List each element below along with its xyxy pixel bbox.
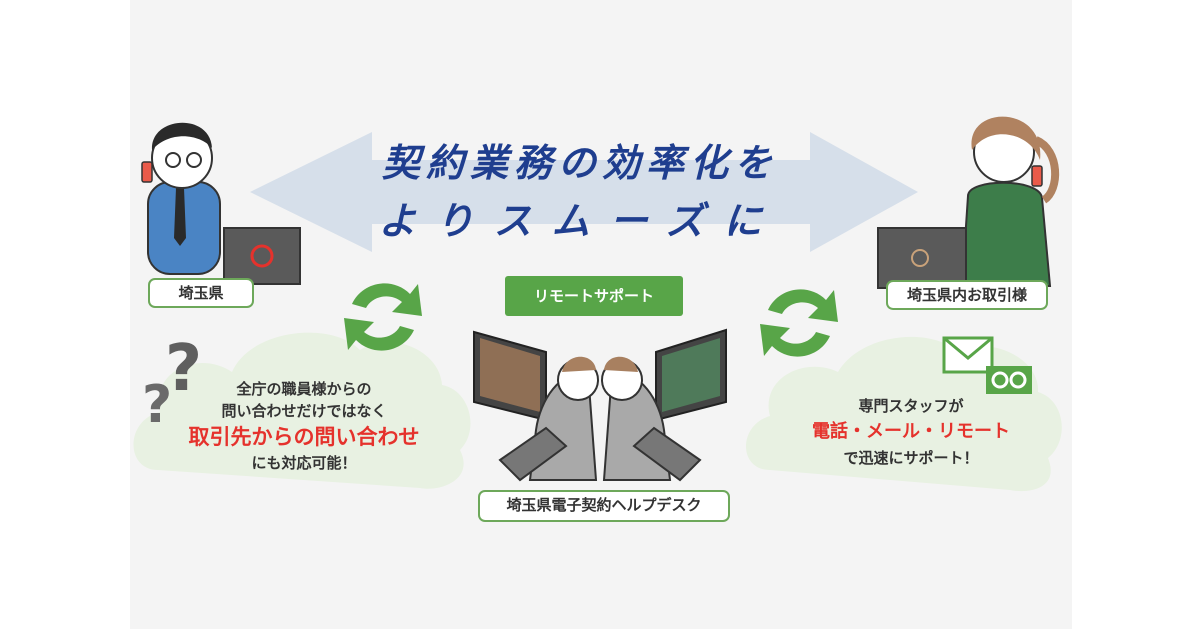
left-cloud-line-1: 全庁の職員様からの [236, 380, 372, 398]
label-clients: 埼玉県内お取引様 [886, 280, 1048, 310]
label-saitama: 埼玉県 [148, 278, 254, 308]
left-cloud-line-3: 取引先からの問い合わせ [188, 425, 420, 449]
sync-arrows-icon-left [344, 283, 422, 351]
right-cloud-text: 専門スタッフが 電話・メール・リモート で迅速にサポート！ [776, 394, 1046, 470]
left-person-illustration [141, 122, 301, 285]
right-cloud-line-1: 専門スタッフが [858, 397, 964, 415]
right-cloud-line-2: 電話・メール・リモート [812, 421, 1010, 442]
mail-icon [942, 336, 994, 374]
headline-line-1: 契約業務の効率化を [382, 141, 778, 185]
left-cloud [133, 332, 471, 489]
double-arrow [250, 132, 918, 252]
left-cloud-text: 全庁の職員様からの 問い合わせだけではなく 取引先からの問い合わせ にも対応可能… [154, 378, 454, 474]
headline-line-2: よりスムーズに [378, 199, 781, 243]
question-marks-icon: ? ? [142, 332, 202, 435]
right-cloud [746, 336, 1062, 492]
sync-arrows-icon-right [760, 289, 838, 357]
svg-text:?: ? [142, 375, 172, 435]
right-person-illustration [877, 116, 1060, 289]
label-helpdesk: 埼玉県電子契約ヘルプデスク [478, 490, 730, 522]
helpdesk-illustration [473, 328, 727, 482]
svg-text:?: ? [165, 332, 202, 406]
free-dial-icon [986, 366, 1032, 394]
left-cloud-line-4: にも対応可能！ [251, 454, 357, 472]
label-remote-support: リモートサポート [505, 276, 683, 316]
left-cloud-line-2: 問い合わせだけではなく [221, 402, 387, 420]
right-cloud-line-3: で迅速にサポート！ [843, 449, 979, 467]
